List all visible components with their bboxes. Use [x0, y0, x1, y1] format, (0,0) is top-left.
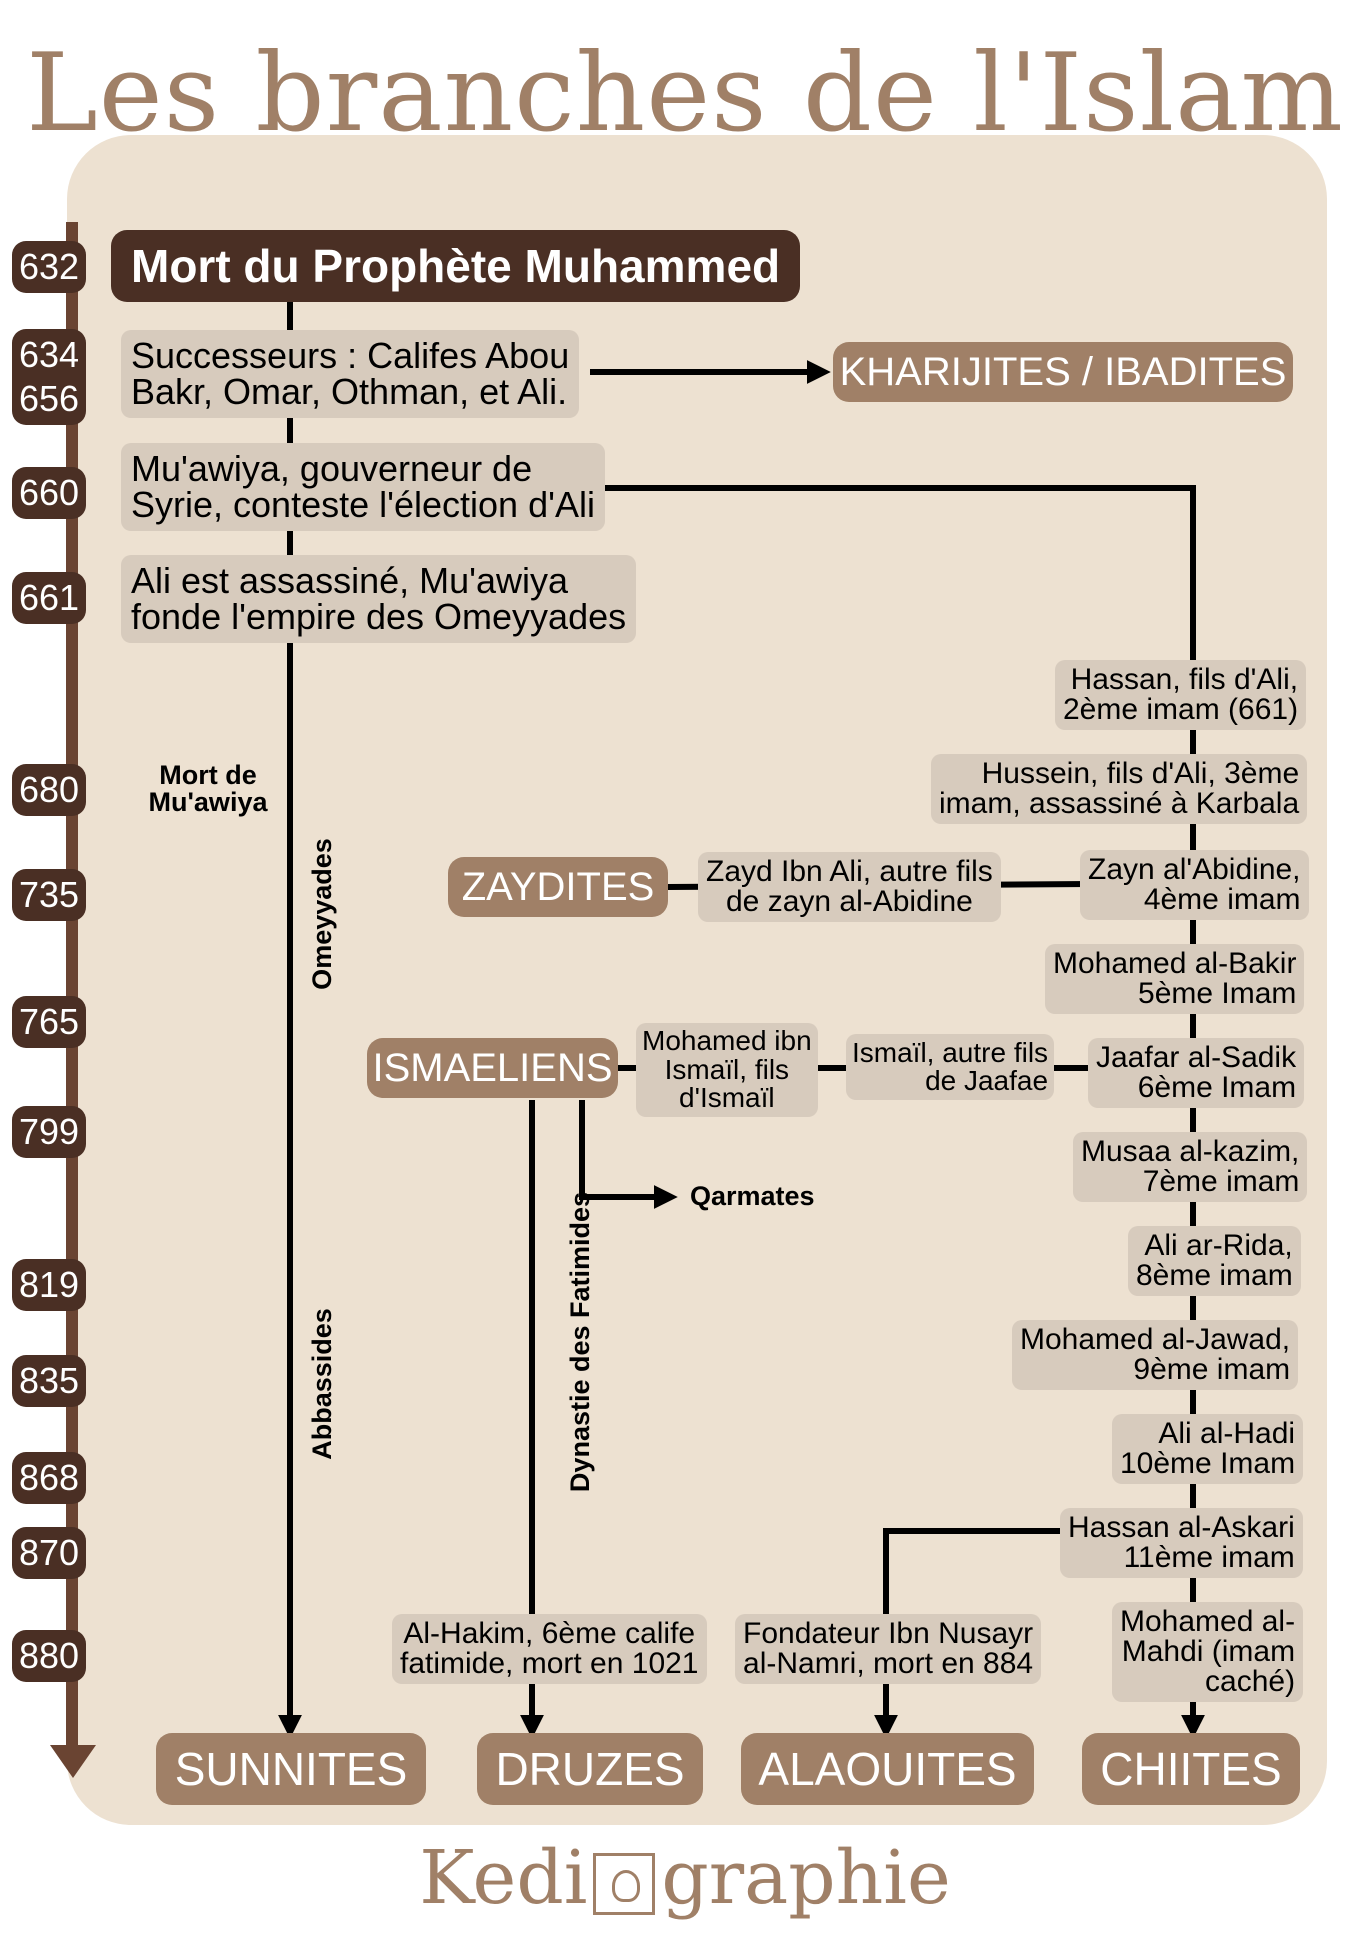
kharijites-box: KHARIJITES / IBADITES [833, 342, 1293, 402]
qarmates-arrow [579, 1100, 678, 1209]
year-835: 835 [12, 1355, 86, 1407]
imam-2-box: Hassan, fils d'Ali,2ème imam (661) [1055, 660, 1307, 730]
year-868: 868 [12, 1452, 86, 1504]
timeline-arrowhead [50, 1745, 96, 1778]
year-660: 660 [12, 467, 86, 519]
shia-line [586, 485, 1205, 1739]
fatimides-label: Dynastie des Fatimides [565, 1191, 595, 1493]
branch-druzes: DRUZES [477, 1733, 703, 1805]
year-870: 870 [12, 1527, 86, 1579]
omeyyades-label: Omeyyades [307, 838, 337, 990]
cat-logo-icon [593, 1852, 656, 1915]
zaydites-box: ZAYDITES [448, 857, 668, 917]
branch-sunnites: SUNNITES [156, 1733, 426, 1805]
abbassides-label: Abbassides [307, 1308, 337, 1460]
year-765: 765 [12, 996, 86, 1048]
year-632: 632 [12, 241, 86, 293]
year-680: 680 [12, 764, 86, 816]
ismaeliens-box: ISMAELIENS [367, 1038, 618, 1098]
imam-8-box: Ali ar-Rida,8ème imam [1128, 1226, 1301, 1296]
branch-alaouites: ALAOUITES [741, 1733, 1034, 1805]
year-735: 735 [12, 869, 86, 921]
year-880: 880 [12, 1630, 86, 1682]
page-title: Les branches de l'Islam [26, 31, 1344, 156]
qarmates-label: Qarmates [690, 1181, 815, 1211]
imam-7-box: Musaa al-kazim,7ème imam [1073, 1132, 1308, 1202]
year-661: 661 [12, 572, 86, 624]
death-prophet-box: Mort du Prophète Muhammed [111, 230, 801, 302]
year-819: 819 [12, 1259, 86, 1311]
imam-4-box: Zayn al'Abidine,4ème imam [1080, 850, 1309, 920]
branch-chiites: CHIITES [1082, 1733, 1300, 1805]
imam-9-box: Mohamed al-Jawad,9ème imam [1012, 1320, 1299, 1390]
year-799: 799 [12, 1106, 86, 1158]
